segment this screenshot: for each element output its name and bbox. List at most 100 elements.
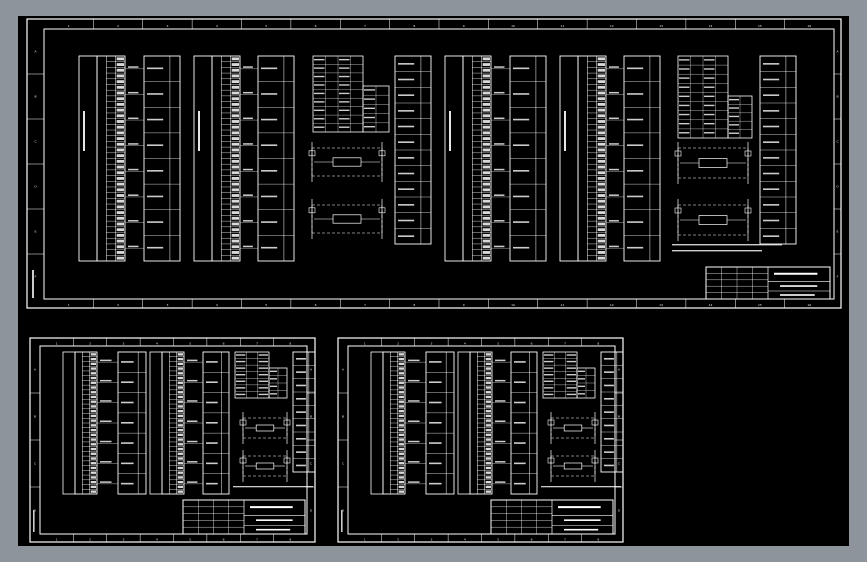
cable-text-mark [763, 125, 780, 128]
wire-label-mark [243, 194, 253, 196]
cable-text-mark [604, 438, 614, 440]
wire-leaders [405, 359, 426, 485]
note-text-mark [541, 486, 621, 488]
grid-text-mark [339, 84, 350, 86]
terminal-label-mark [116, 91, 124, 95]
row-marker: C [34, 140, 36, 144]
column-marker: 3 [430, 537, 432, 541]
grid-text-mark [236, 393, 246, 396]
terminal-grid [677, 55, 729, 139]
terminal-label-mark [90, 405, 96, 408]
grid-text-mark [258, 354, 268, 356]
terminal-label-mark [485, 433, 491, 437]
terminal-label-mark [116, 125, 124, 129]
grid-text-mark [544, 354, 554, 356]
cable-text-mark [513, 221, 530, 223]
grid-text-mark [544, 387, 554, 389]
terminal-label-mark [482, 114, 490, 118]
column-marker: 8 [413, 24, 415, 28]
terminal-strip [462, 55, 492, 262]
cable-text-mark [627, 118, 644, 121]
grid-text-mark [314, 109, 325, 112]
drawing-canvas[interactable] [18, 16, 849, 546]
grid-text-mark [258, 360, 268, 363]
vertical-caption-mark [449, 111, 451, 151]
terminal-label-mark [485, 353, 491, 356]
terminal-label-mark [90, 400, 96, 403]
terminal-label-mark [231, 80, 239, 84]
grid-text-mark [236, 387, 246, 389]
terminal-label-mark [231, 205, 239, 209]
cable-text-mark [627, 195, 644, 198]
relay-coil [332, 157, 362, 167]
terminal-label-mark [231, 74, 239, 78]
column-marker: 1 [56, 341, 58, 345]
terminal-label-mark [116, 251, 124, 254]
terminal-label-mark [177, 485, 183, 489]
cable-table-frame [425, 351, 455, 495]
wire-label-mark [243, 168, 253, 171]
terminal-label-mark [231, 182, 239, 186]
wire-label-mark [495, 440, 506, 443]
terminal-label-mark [116, 171, 124, 175]
terminal-label-mark [398, 438, 404, 441]
grid-text-mark [270, 378, 277, 380]
note-text-mark [672, 250, 762, 252]
wire-label-mark [100, 461, 112, 463]
cable-table-frame [510, 351, 538, 495]
terminal-label-mark [177, 466, 183, 470]
terminal-label-mark [231, 142, 239, 146]
terminal-label-mark [482, 154, 490, 158]
wire-label-mark [609, 91, 619, 94]
column-marker: 2 [89, 537, 91, 541]
terminal-label-mark [116, 85, 124, 89]
terminal-label-mark [90, 362, 96, 366]
terminal-label-mark [231, 91, 239, 95]
terminal-label-mark [116, 148, 124, 152]
column-marker: 4 [464, 341, 466, 345]
terminal-label-mark [485, 438, 491, 441]
row-marker: A [34, 50, 37, 54]
terminal-label-mark [90, 452, 96, 455]
grid-text-mark [578, 393, 585, 395]
grid-text-mark [314, 118, 325, 120]
grid-text-mark [566, 380, 576, 382]
row-marker: C [342, 462, 344, 466]
cable-table [759, 55, 797, 245]
terminal-label-mark [231, 108, 239, 112]
grid-text-mark [314, 75, 325, 78]
wire-label-mark [495, 359, 506, 362]
terminal-label-mark [90, 490, 96, 493]
drawing-number-mark [780, 294, 815, 296]
terminal-label-mark [398, 471, 404, 474]
terminal-label-mark [231, 148, 239, 152]
row-marker: C [310, 462, 312, 466]
terminal-label-mark [231, 188, 239, 192]
grid-text-mark [578, 370, 585, 373]
grid-text-mark [679, 68, 690, 70]
terminal-label-mark [398, 386, 404, 389]
terminal-grid [234, 351, 270, 399]
drawing-sheet-main: 1122334455667788991010111112121313141415… [26, 18, 842, 309]
terminal-label-mark [90, 466, 96, 470]
terminal-label-mark [116, 194, 124, 197]
column-marker: 13 [659, 24, 663, 28]
wire-label-mark [494, 66, 505, 68]
grid-text-mark [704, 68, 715, 70]
relay-coil [698, 158, 728, 168]
terminal-label-mark [398, 462, 404, 465]
cable-text-mark [296, 438, 306, 440]
cable-text-mark [514, 442, 526, 444]
cable-text-mark [147, 246, 164, 249]
terminal-label-mark [482, 68, 490, 72]
grid-text-mark [339, 67, 350, 69]
cable-text-mark [429, 381, 442, 384]
terminal-label-mark [116, 63, 124, 66]
cable-text-mark [261, 67, 278, 70]
terminal-label-mark [597, 125, 605, 129]
column-marker: 1 [56, 537, 58, 541]
cable-text-mark [513, 118, 530, 121]
